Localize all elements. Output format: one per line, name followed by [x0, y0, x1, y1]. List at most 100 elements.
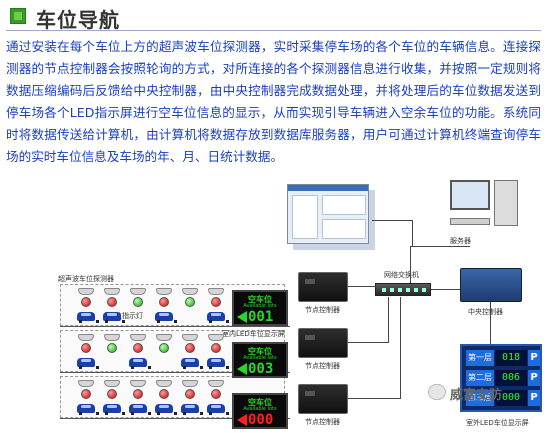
- left-arrow-icon: [237, 363, 247, 375]
- cable: [348, 342, 388, 343]
- ultrasonic-detector: [208, 288, 224, 295]
- sign-count: 001: [248, 309, 274, 325]
- detectors-label: 超声波车位探测器: [58, 275, 114, 283]
- parking-p-icon: P: [528, 350, 540, 366]
- ultrasonic-detector: [104, 334, 120, 341]
- car-icon: [181, 404, 203, 415]
- monitoring-software-window: [287, 184, 369, 244]
- ultrasonic-detector: [130, 380, 146, 387]
- space-indicator-lamp: [185, 389, 195, 399]
- cable: [410, 246, 411, 283]
- sign-subtitle: Available lots: [243, 303, 277, 309]
- watermark: 威富安防: [428, 384, 538, 403]
- car-icon: [155, 404, 177, 415]
- system-diagram: 服务器 超声波车位探测器 车位指示灯 空车位 Available lots 00…: [0, 180, 547, 433]
- central-controller-label: 中央控制器: [468, 308, 503, 316]
- cable: [412, 220, 413, 246]
- car-icon: [129, 358, 151, 369]
- left-arrow-icon: [237, 311, 247, 323]
- sign-subtitle: Available lots: [243, 355, 277, 361]
- indoor-led-sign-1: 空车位 Available lots 001: [232, 290, 288, 326]
- floor-count: 006: [495, 370, 527, 386]
- ultrasonic-detector: [156, 334, 172, 341]
- car-icon: [103, 312, 125, 323]
- space-indicator-lamp: [81, 389, 91, 399]
- ultrasonic-detector: [208, 380, 224, 387]
- ultrasonic-detector: [78, 288, 94, 295]
- sign-title: 空车位: [248, 295, 272, 304]
- space-indicator-lamp: [133, 343, 143, 353]
- ultrasonic-detector: [104, 288, 120, 295]
- node-controller-label: 节点控制器: [305, 418, 340, 426]
- space-indicator-lamp: [185, 343, 195, 353]
- car-icon: [155, 312, 177, 323]
- floor-count: 000: [495, 390, 527, 406]
- indoor-led-sign-2: 空车位 Available lots 003: [232, 342, 288, 378]
- car-icon: [207, 404, 229, 415]
- cable: [348, 286, 376, 287]
- ultrasonic-detector: [78, 380, 94, 387]
- sign-title: 空车位: [248, 347, 272, 356]
- ultrasonic-detector: [156, 288, 172, 295]
- parking-p-icon: P: [528, 370, 540, 386]
- space-indicator-lamp: [81, 297, 91, 307]
- cable: [431, 289, 460, 290]
- floor-label: 第一层: [466, 350, 494, 366]
- space-indicator-lamp: [211, 297, 221, 307]
- cable: [388, 297, 389, 343]
- ultrasonic-detector: [130, 334, 146, 341]
- node-controller-2: [298, 328, 348, 358]
- space-indicator-lamp: [159, 343, 169, 353]
- car-icon: [77, 312, 99, 323]
- ultrasonic-detector: [104, 380, 120, 387]
- ultrasonic-detector: [156, 380, 172, 387]
- car-icon: [129, 404, 151, 415]
- space-indicator-lamp: [107, 389, 117, 399]
- indoor-led-sign-3: 空车位 Available lots 000: [232, 393, 288, 429]
- title-underline: [6, 30, 541, 31]
- outdoor-led-label: 室外LED车位显示屏: [466, 419, 529, 427]
- lamp-label: 车位指示灯: [108, 312, 143, 320]
- cable: [348, 398, 400, 399]
- ultrasonic-detector: [182, 334, 198, 341]
- outdoor-led-sign: 第一层 018 P 第二层 006 P 第三层 000 P: [460, 344, 542, 412]
- page-title: 车位导航: [36, 8, 120, 32]
- node-controller-1: [298, 272, 348, 302]
- floor-count: 018: [495, 350, 527, 366]
- ultrasonic-detector: [182, 380, 198, 387]
- network-switch-label: 网络交换机: [384, 271, 419, 279]
- space-indicator-lamp: [133, 389, 143, 399]
- space-indicator-lamp: [211, 389, 221, 399]
- space-indicator-lamp: [211, 343, 221, 353]
- floor-label: 第三层: [466, 390, 494, 406]
- title-bullet-icon: [10, 8, 26, 24]
- intro-paragraph: 通过安装在每个车位上方的超声波车位探测器，实时采集停车场的各个车位的车辆信息。连…: [6, 39, 541, 164]
- sign-title: 空车位: [248, 398, 272, 407]
- ultrasonic-detector: [78, 334, 94, 341]
- space-indicator-lamp: [81, 343, 91, 353]
- left-arrow-icon: [237, 414, 247, 426]
- car-icon: [207, 358, 229, 369]
- wechat-icon: [428, 384, 446, 400]
- network-switch: [375, 283, 431, 296]
- parking-p-icon: P: [528, 390, 540, 406]
- space-indicator-lamp: [107, 297, 117, 307]
- sign-count: 000: [248, 412, 274, 428]
- ultrasonic-detector: [182, 288, 198, 295]
- floor-label: 第二层: [466, 370, 494, 386]
- cable: [400, 297, 401, 399]
- space-indicator-lamp: [159, 297, 169, 307]
- indoor-led-label: 室内LED车位显示屏: [222, 330, 285, 338]
- space-indicator-lamp: [159, 389, 169, 399]
- ultrasonic-detector: [208, 334, 224, 341]
- ultrasonic-detector: [130, 288, 146, 295]
- node-controller-label: 节点控制器: [305, 306, 340, 314]
- space-indicator-lamp: [133, 297, 143, 307]
- car-icon: [77, 358, 99, 369]
- car-icon: [103, 404, 125, 415]
- car-icon: [207, 312, 229, 323]
- node-controller-label: 节点控制器: [305, 362, 340, 370]
- node-controller-3: [298, 384, 348, 414]
- space-indicator-lamp: [185, 297, 195, 307]
- car-icon: [77, 404, 99, 415]
